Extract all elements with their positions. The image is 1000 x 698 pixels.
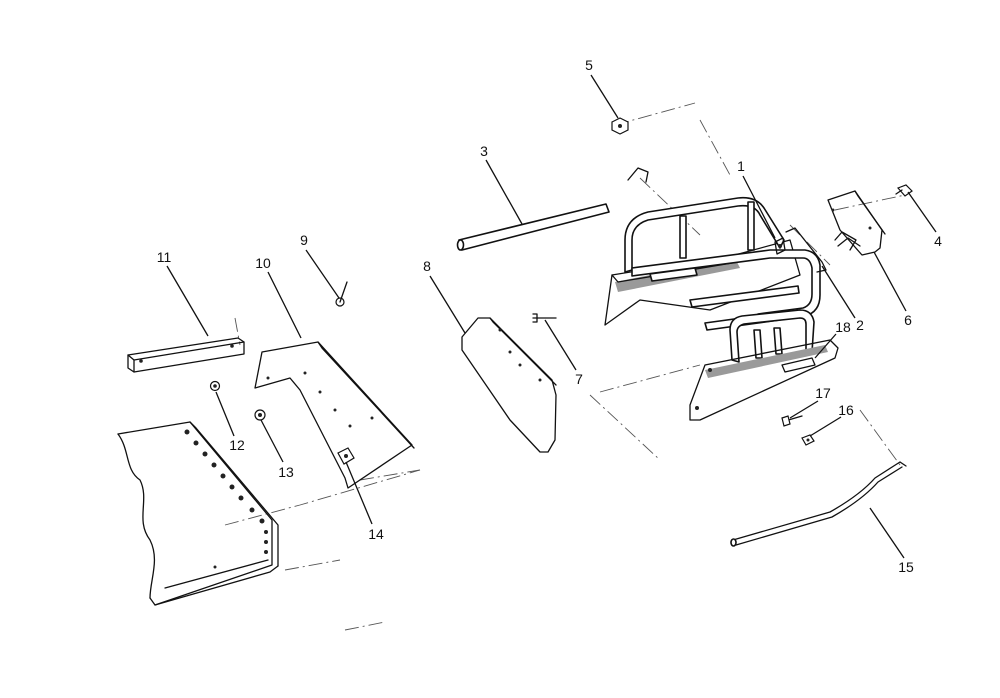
- leader-3: [485, 159, 523, 225]
- leader-13: [260, 419, 284, 463]
- callout-11: 11: [157, 249, 172, 265]
- callout-1: 1: [737, 158, 745, 174]
- leader-10: [267, 271, 302, 339]
- callout-14: 14: [368, 526, 384, 542]
- leader-2: [821, 265, 856, 319]
- leader-18: [814, 333, 837, 359]
- callout-2: 2: [856, 317, 864, 333]
- leader-7: [544, 319, 577, 371]
- part-bar-11: [127, 337, 245, 373]
- leader-6: [873, 251, 907, 312]
- callout-5: 5: [585, 57, 593, 73]
- callout-16: 16: [838, 402, 854, 418]
- callout-18: 18: [835, 319, 851, 335]
- leader-4: [907, 191, 937, 233]
- callout-17: 17: [815, 385, 831, 401]
- callout-10: 10: [255, 255, 271, 271]
- callout-8: 8: [423, 258, 431, 274]
- callout-labels: 1 2 3 4 5 6 7 8 9 10 11 12 13 14 15 16 1…: [157, 57, 942, 575]
- hardware-16-17: [781, 415, 815, 446]
- callout-6: 6: [904, 312, 912, 328]
- leader-12: [215, 391, 235, 437]
- callout-3: 3: [480, 143, 488, 159]
- leader-14: [345, 461, 373, 525]
- part-bracket-top: [627, 167, 649, 183]
- leader-8: [429, 275, 466, 334]
- part-rod-15: [730, 461, 907, 547]
- leader-15: [869, 507, 905, 559]
- callout-12: 12: [229, 437, 245, 453]
- leader-lines: [166, 74, 937, 559]
- alignment-lines: [224, 102, 906, 631]
- part-rack-1: [604, 196, 839, 421]
- leader-16: [809, 416, 842, 437]
- part-bracket-6: [827, 190, 886, 256]
- leader-1: [742, 175, 776, 239]
- leader-17: [789, 400, 819, 419]
- hardware-small: [209, 281, 355, 465]
- part-tunnel-section: [117, 421, 279, 606]
- callout-4: 4: [934, 233, 942, 249]
- leader-9: [305, 249, 340, 299]
- leader-11: [166, 265, 209, 337]
- part-rod-3: [456, 203, 610, 251]
- callout-9: 9: [300, 232, 308, 248]
- leader-5: [590, 74, 619, 119]
- part-strap-2: [785, 227, 827, 273]
- part-bolt-7: [532, 313, 557, 323]
- callout-15: 15: [898, 559, 914, 575]
- callout-7: 7: [575, 371, 583, 387]
- part-flap-8: [461, 317, 557, 453]
- callout-13: 13: [278, 464, 294, 480]
- part-nut-5: [611, 117, 629, 135]
- part-plate-10: [254, 341, 415, 489]
